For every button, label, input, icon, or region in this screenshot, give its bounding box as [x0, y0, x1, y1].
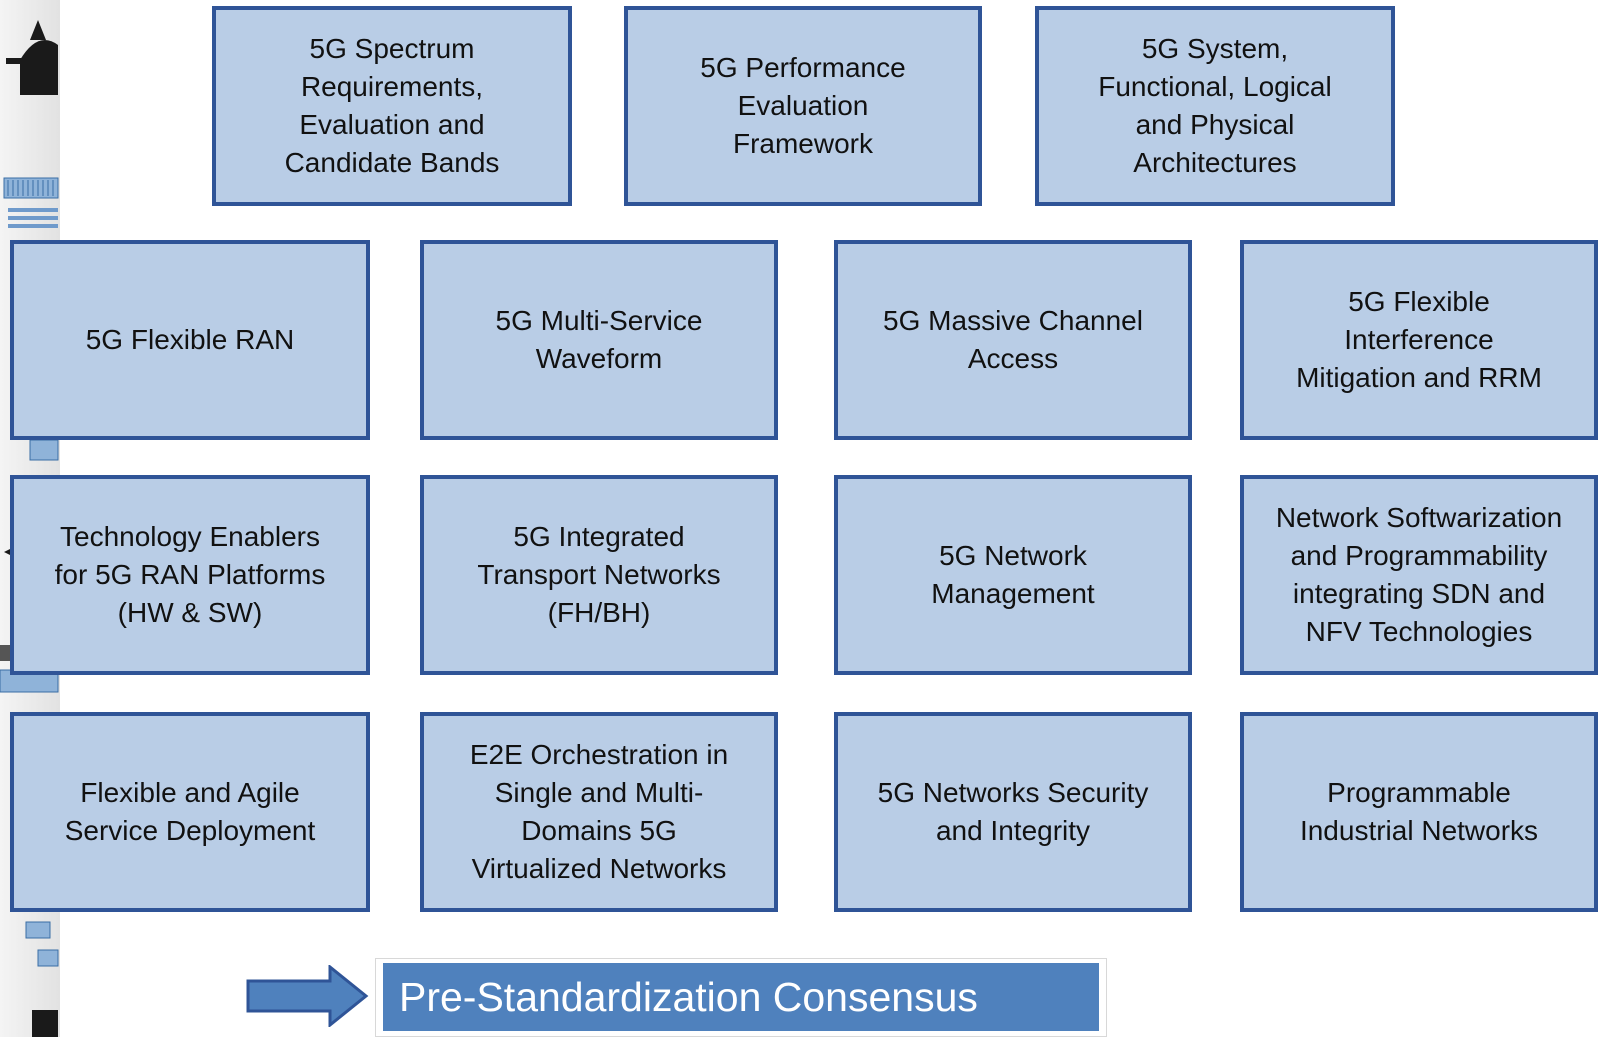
right-arrow-icon — [246, 965, 369, 1027]
box-line: and Integrity — [935, 815, 1091, 846]
box-line: (FH/BH) — [547, 597, 651, 628]
box-line: Candidate Bands — [284, 147, 500, 178]
box-line: Evaluation — [737, 90, 869, 121]
box-line: Technology Enablers — [60, 521, 320, 552]
box-line: Mitigation and RRM — [1296, 362, 1542, 393]
box-line: Virtualized Networks — [471, 853, 727, 884]
box-interference-mitigation: 5G Flexible Interference Mitigation and … — [1240, 240, 1598, 440]
box-line: (HW & SW) — [117, 597, 263, 628]
box-system-architectures: 5G System, Functional, Logical and Physi… — [1035, 6, 1395, 206]
box-line: 5G Massive Channel — [883, 305, 1143, 336]
city-illustration-icon — [0, 20, 59, 1037]
box-line: Network Softwarization — [1275, 502, 1563, 533]
box-line: Framework — [732, 128, 873, 159]
box-line: Architectures — [1133, 147, 1297, 178]
pre-standardization-consensus-banner: Pre-Standardization Consensus — [383, 963, 1099, 1031]
box-line: 5G Multi-Service — [495, 305, 703, 336]
box-line: 5G Integrated — [513, 521, 685, 552]
box-line: 5G System, — [1141, 33, 1289, 64]
box-line: Industrial Networks — [1299, 815, 1539, 846]
box-line: E2E Orchestration in — [469, 739, 729, 770]
box-line: Single and Multi- — [494, 777, 704, 808]
box-line: 5G Network — [939, 540, 1087, 571]
box-line: 5G Flexible RAN — [85, 324, 295, 355]
box-line: 5G Networks Security — [877, 777, 1149, 808]
box-line: 5G Performance — [700, 52, 906, 83]
box-line: 5G Spectrum — [309, 33, 475, 64]
box-line: Management — [931, 578, 1095, 609]
box-technology-enablers: Technology Enablers for 5G RAN Platforms… — [10, 475, 370, 675]
box-line: Flexible and Agile — [80, 777, 300, 808]
box-line: and Programmability — [1290, 540, 1548, 571]
box-line: Evaluation and — [299, 109, 485, 140]
box-flexible-ran: 5G Flexible RAN — [10, 240, 370, 440]
box-security-integrity: 5G Networks Security and Integrity — [834, 712, 1192, 912]
box-e2e-orchestration: E2E Orchestration in Single and Multi- D… — [420, 712, 778, 912]
box-line: for 5G RAN Platforms — [54, 559, 326, 590]
box-line: Requirements, — [300, 71, 484, 102]
box-line: 5G Flexible — [1348, 286, 1490, 317]
box-line: Access — [967, 343, 1059, 374]
box-line: Domains 5G — [521, 815, 677, 846]
box-line: Waveform — [535, 343, 663, 374]
box-spectrum: 5G Spectrum Requirements, Evaluation and… — [212, 6, 572, 206]
box-industrial-networks: Programmable Industrial Networks — [1240, 712, 1598, 912]
box-line: Programmable — [1327, 777, 1511, 808]
box-line: Service Deployment — [64, 815, 316, 846]
box-service-deployment: Flexible and Agile Service Deployment — [10, 712, 370, 912]
box-line: and Physical — [1135, 109, 1295, 140]
box-network-management: 5G Network Management — [834, 475, 1192, 675]
box-line: integrating SDN and — [1292, 578, 1546, 609]
box-multi-service-waveform: 5G Multi-Service Waveform — [420, 240, 778, 440]
box-performance: 5G Performance Evaluation Framework — [624, 6, 982, 206]
box-massive-channel-access: 5G Massive Channel Access — [834, 240, 1192, 440]
box-line: Interference — [1344, 324, 1494, 355]
box-network-softwarization: Network Softwarization and Programmabili… — [1240, 475, 1598, 675]
box-line: Transport Networks — [477, 559, 721, 590]
box-line: Functional, Logical — [1098, 71, 1332, 102]
box-integrated-transport: 5G Integrated Transport Networks (FH/BH) — [420, 475, 778, 675]
box-line: NFV Technologies — [1305, 616, 1533, 647]
